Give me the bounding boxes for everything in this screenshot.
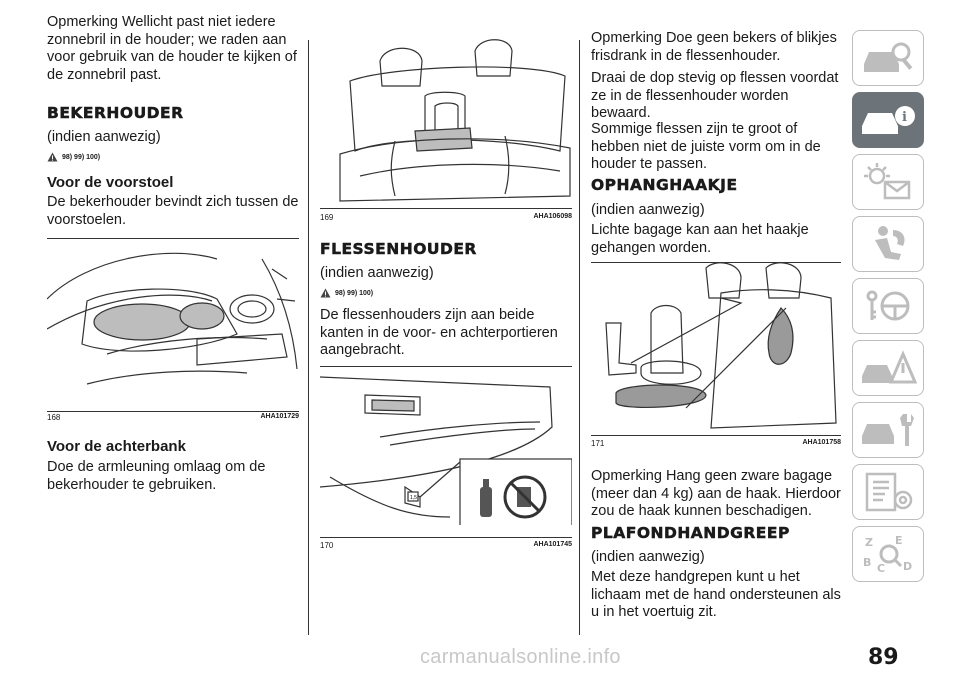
note-heavy-luggage: Opmerking Hang geen zware bagage (meer d… [591,468,841,519]
car-info-icon: i [862,106,915,134]
tab-dashboard-lights[interactable] [852,154,924,210]
svg-text:i: i [902,110,907,125]
optional-label: (indien aanwezig) [320,265,434,281]
rear-seat-cupholder-illustration [339,39,571,202]
figure-number: 168 [47,413,61,422]
column-divider [579,40,580,635]
flessenhouder-text: De flessenhouders zijn aan beide kanten … [320,307,558,358]
tab-car-search[interactable] [852,30,924,86]
note-cap: Draai de dop stevig op flessen voordat z… [591,70,839,121]
page-number: 89 [868,645,899,670]
figure-number: 171 [591,439,605,448]
warning-triangle-icon [47,152,58,162]
warning-reference: 98) 99) 100) [47,152,100,162]
figure-168: 168 AHA101729 [46,238,299,422]
warning-reference: 98) 99) 100) [320,288,373,298]
no-cup-icon [503,475,547,519]
figure-number: 170 [320,541,334,550]
optional-label: (indien aanwezig) [47,129,161,145]
breakdown-warning-icon [862,350,917,384]
car-search-icon [864,42,913,72]
dashboard-lights-icon [864,163,911,200]
note-no-cups: Opmerking Doe geen bekers of blikjes fri… [591,30,837,64]
svg-text:C: C [877,562,885,575]
warning-triangle-icon [320,288,331,298]
figure-169: 169 AHA106098 [320,36,572,222]
tab-airbag-seat[interactable] [852,216,924,272]
subheading-voorstoel: Voor de voorstoel [47,174,174,191]
tab-breakdown[interactable] [852,340,924,396]
hook-text: Lichte bagage kan aan het haakje gehange… [591,222,809,256]
heading-flessenhouder: FLESSENHOUDER [320,240,477,259]
achterbank-text: Doe de armleuning omlaag om de bekerhoud… [47,459,266,493]
figure-code: AHA106098 [533,213,572,220]
voorstoel-text: De bekerhouder bevindt zich tussen de vo… [47,194,299,228]
heading-ophanghaakje: OPHANGHAAKJE [591,176,738,195]
figure-code: AHA101729 [260,413,299,420]
steering-key-icon [866,290,910,321]
tab-car-info[interactable]: i [852,92,924,148]
figure-number: 169 [320,213,334,222]
seat-hook-illustration [605,262,837,429]
grip-text: Met deze handgrepen kunt u het lichaam m… [591,569,841,620]
badge-label: 1,5 [410,495,417,501]
tab-specifications[interactable] [852,464,924,520]
cupholder-front-illustration [46,252,298,385]
bottle-icon [480,479,492,517]
note-bottle-size: Sommige flessen zijn te groot of hebben … [591,121,821,172]
figure-code: AHA101758 [802,439,841,446]
airbag-seat-icon [875,226,905,260]
heading-bekerhouder: BEKERHOUDER [47,104,184,123]
figure-171: 171 AHA101758 [591,262,841,448]
figure-170: 1,5 170 AHA101745 [319,366,573,550]
column-divider [308,40,309,635]
svg-text:Z: Z [865,536,873,549]
specifications-icon [865,472,913,512]
svg-text:D: D [903,560,912,573]
heading-plafondhandgreep: PLAFONDHANDGREEP [591,524,790,543]
door-bottle-holder-illustration: 1,5 [319,376,573,530]
watermark: carmanualsonline.info [420,646,621,668]
intro-note: Opmerking Wellicht past niet iedere zonn… [47,14,297,83]
tab-maintenance[interactable] [852,402,924,458]
svg-text:B: B [863,556,871,569]
subheading-achterbank: Voor de achterbank [47,438,186,455]
optional-label: (indien aanwezig) [591,549,705,565]
car-maintenance-icon [862,414,914,446]
figure-code: AHA101745 [533,541,572,548]
tab-steering-key[interactable] [852,278,924,334]
svg-text:E: E [895,534,903,547]
optional-label: (indien aanwezig) [591,202,705,218]
